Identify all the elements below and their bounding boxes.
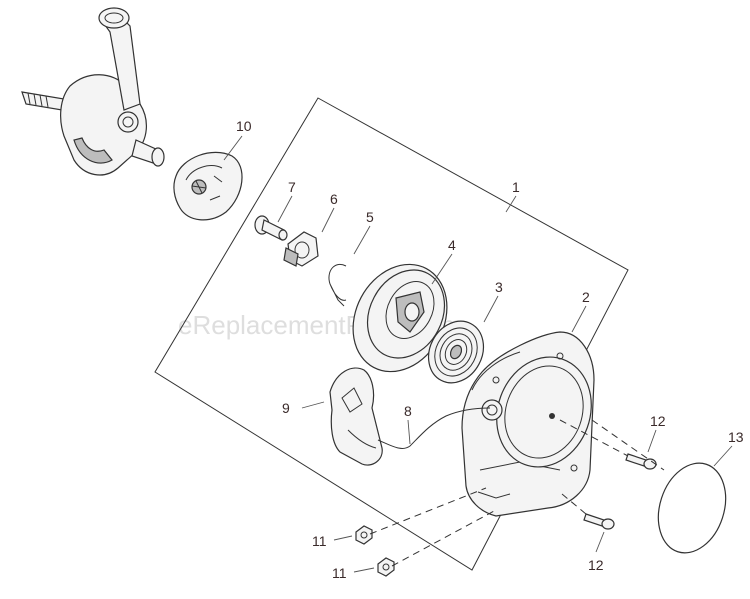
callout-3: 3 (495, 279, 503, 295)
callout-13: 13 (728, 429, 744, 445)
part-10-plate (173, 151, 243, 221)
part-13-cover-disc (657, 462, 727, 554)
part-11-nut-upper (355, 525, 373, 545)
callout-6: 6 (330, 191, 338, 207)
callout-5: 5 (366, 209, 374, 225)
callout-1: 1 (512, 179, 520, 195)
part-12-screw-lower (583, 513, 615, 530)
part-7-bolt (254, 215, 288, 241)
part-4-pulley (352, 263, 448, 373)
callout-9: 9 (282, 400, 290, 416)
part-11-nut-lower (377, 557, 395, 577)
part-5-spring-clip (328, 264, 347, 307)
callout-10: 10 (236, 118, 252, 134)
assembly-outline (154, 97, 629, 571)
callout-11-lower: 11 (332, 565, 347, 581)
callout-12-lower: 12 (588, 557, 604, 573)
assembly-axis-cover (591, 419, 665, 471)
assembly-axis-screws (559, 419, 629, 515)
assembly-axis-nuts (369, 487, 497, 567)
part-9-handle (329, 367, 383, 466)
callout-8: 8 (404, 403, 412, 419)
part-2-starter-housing (461, 331, 595, 517)
callout-11-upper: 11 (312, 533, 327, 549)
crankshaft (21, 7, 165, 176)
part-6-pawl (283, 231, 319, 267)
part-12-screw-upper (625, 453, 657, 470)
part-8-rope (377, 407, 491, 449)
callout-2: 2 (582, 289, 590, 305)
callout-7: 7 (288, 179, 296, 195)
callout-12-upper: 12 (650, 413, 666, 429)
callout-4: 4 (448, 237, 456, 253)
leader-lines (223, 135, 733, 573)
part-3-recoil-spring (427, 320, 485, 384)
